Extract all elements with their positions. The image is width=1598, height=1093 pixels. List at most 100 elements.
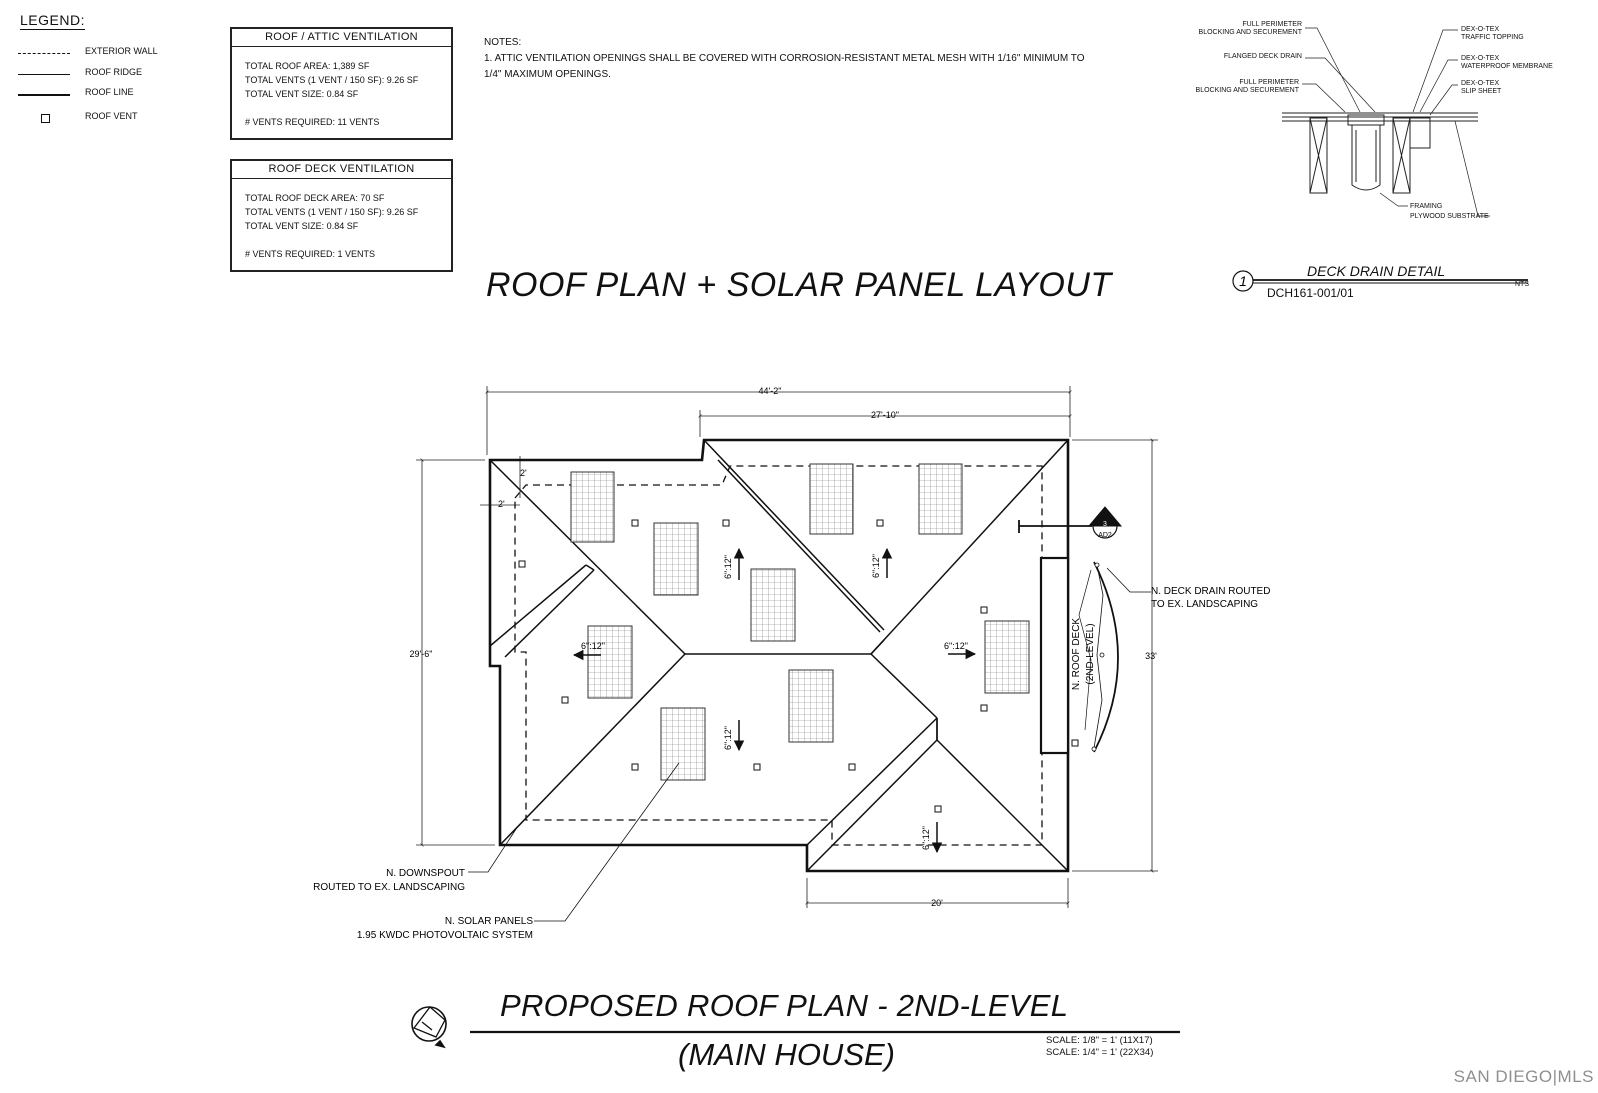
detail-label-line: SLIP SHEET [1461, 88, 1502, 95]
deck-drain-note: N. DECK DRAIN ROUTED [1151, 586, 1270, 597]
dim-overhang: 2' [520, 468, 527, 478]
scale-note: SCALE: 1/8" = 1' (11X17) SCALE: 1/4" = 1… [1046, 1035, 1153, 1059]
solar-note: N. SOLAR PANELS [445, 916, 534, 927]
detail-label-traffic-topping: DEX-O-TEX TRAFFIC TOPPING [1461, 26, 1524, 42]
detail-ref: DCH161-001/01 [1267, 286, 1354, 300]
notes-heading: NOTES: [484, 37, 522, 48]
detail-label-line: FULL PERIMETER [1239, 79, 1299, 86]
dim-bottom-width: 20' [931, 898, 943, 908]
detail-label-line: FULL PERIMETER [1242, 21, 1302, 28]
slope-arrows [572, 547, 977, 854]
solar-panel [587, 625, 633, 699]
attic-ventilation-header: ROOF / ATTIC VENTILATION [232, 29, 451, 47]
dashed-line-icon [18, 53, 70, 54]
attic-ventilation-box: ROOF / ATTIC VENTILATION TOTAL ROOF AREA… [230, 27, 453, 140]
bottom-subtitle: (MAIN HOUSE) [678, 1037, 895, 1072]
vent-square-icon [1071, 739, 1079, 747]
main-title: ROOF PLAN + SOLAR PANEL LAYOUT [486, 266, 1112, 304]
solid-line-icon [18, 74, 70, 75]
solar-panel [750, 568, 796, 642]
detail-label-line: BLOCKING AND SECUREMENT [1195, 87, 1299, 94]
vent-square-icon [876, 519, 884, 527]
legend-item-roof-vent: ROOF VENT [18, 111, 218, 125]
detail-label-framing: FRAMING [1410, 203, 1443, 210]
roof-deck-level-label: (2ND-LEVEL) [1085, 623, 1096, 684]
scale-line: SCALE: 1/8" = 1' (11X17) [1046, 1035, 1153, 1046]
watermark: SAN DIEGO|MLS [1453, 1067, 1594, 1086]
vent-square-icon [722, 519, 730, 527]
vent-square-icon [934, 805, 942, 813]
deck-drain-detail-graphic [1282, 27, 1490, 217]
section-marker-sheet: AD2 [1098, 532, 1112, 539]
dim-upper-width: 27'-10" [871, 410, 899, 420]
vent-square-icon [980, 606, 988, 614]
detail-label-perimeter-1: FULL PERIMETER BLOCKING AND SECUREMENT [1188, 21, 1302, 37]
roof-deck-label: N. ROOF DECK [1071, 618, 1082, 691]
attic-line: TOTAL VENTS (1 VENT / 150 SF): 9.26 SF [245, 75, 419, 85]
detail-number-circle-icon [1232, 270, 1254, 292]
dim-left-height: 29'-6" [410, 649, 433, 659]
vent-square-icon [631, 763, 639, 771]
pitch-label: 6":12" [723, 726, 733, 750]
dimension-lines [416, 386, 1158, 908]
solar-panel [788, 669, 834, 743]
legend-item-roof-ridge: ROOF RIDGE [18, 67, 218, 81]
deck-line: TOTAL VENTS (1 VENT / 150 SF): 9.26 SF [245, 207, 419, 217]
pitch-label: 6":12" [944, 641, 968, 651]
legend-label: ROOF VENT [85, 111, 138, 121]
deck-ventilation-box: ROOF DECK VENTILATION TOTAL ROOF DECK AR… [230, 159, 453, 272]
section-marker-icon [1018, 506, 1123, 539]
legend-item-roof-line: ROOF LINE [18, 87, 218, 101]
deck-ventilation-header: ROOF DECK VENTILATION [232, 161, 451, 179]
solar-panel [570, 471, 615, 543]
detail-label-membrane: DEX-O-TEX WATERPROOF MEMBRANE [1461, 55, 1553, 71]
deck-line: TOTAL VENT SIZE: 0.84 SF [245, 221, 359, 231]
attic-line: # VENTS REQUIRED: 11 VENTS [245, 117, 380, 127]
north-arrow-icon [411, 1006, 447, 1049]
section-marker-number: 3 [1103, 521, 1107, 528]
dim-overall-width: 44'-2" [759, 386, 782, 396]
vent-square-icon [561, 696, 569, 704]
legend-label: ROOF RIDGE [85, 67, 143, 77]
detail-label-line: DEX-O-TEX [1461, 26, 1500, 33]
roof-vents [518, 519, 1079, 813]
vent-square-icon [848, 763, 856, 771]
legend-label: ROOF LINE [85, 87, 134, 97]
deck-drain-note: TO EX. LANDSCAPING [1151, 599, 1258, 610]
solar-panel [653, 522, 699, 596]
notes-line: 1/4" MAXIMUM OPENINGS. [484, 69, 611, 80]
detail-callout [1232, 270, 1528, 292]
solar-panel [918, 463, 963, 535]
pitch-label: 6":12" [581, 641, 605, 651]
solar-note: 1.95 KWDC PHOTOVOLTAIC SYSTEM [357, 930, 533, 941]
solar-panel [809, 463, 854, 535]
legend-label: EXTERIOR WALL [85, 46, 158, 56]
attic-line: TOTAL VENT SIZE: 0.84 SF [245, 89, 359, 99]
solar-panel [984, 620, 1030, 694]
detail-number: 1 [1239, 273, 1247, 289]
leader-lines [468, 567, 1151, 922]
pitch-label: 6":12" [723, 555, 733, 579]
detail-label-line: WATERPROOF MEMBRANE [1461, 63, 1553, 70]
notes-line: 1. ATTIC VENTILATION OPENINGS SHALL BE C… [484, 53, 1085, 64]
dim-right-height: 33' [1145, 651, 1157, 661]
detail-label-line: TRAFFIC TOPPING [1461, 34, 1524, 41]
detail-label-perimeter-2: FULL PERIMETER BLOCKING AND SECUREMENT [1184, 79, 1299, 95]
pitch-label: 6":12" [921, 826, 931, 850]
notes: NOTES: 1. ATTIC VENTILATION OPENINGS SHA… [484, 35, 1144, 83]
legend-title: LEGEND: [20, 12, 85, 30]
attic-line: TOTAL ROOF AREA: 1,389 SF [245, 61, 370, 71]
detail-title: DECK DRAIN DETAIL [1307, 263, 1446, 279]
vent-square-icon [753, 763, 761, 771]
vent-square-icon [980, 704, 988, 712]
roof-ridges [489, 439, 1069, 872]
bold-line-icon [18, 94, 70, 96]
dim-overhang: 2' [498, 499, 505, 509]
detail-label-line: BLOCKING AND SECUREMENT [1198, 29, 1302, 36]
roof-deck [1039, 556, 1119, 755]
detail-label-plywood: PLYWOOD SUBSTRATE [1410, 213, 1489, 220]
solar-panels [570, 463, 1030, 781]
vent-square-icon [518, 560, 526, 568]
detail-label-flanged-drain: FLANGED DECK DRAIN [1223, 53, 1302, 60]
